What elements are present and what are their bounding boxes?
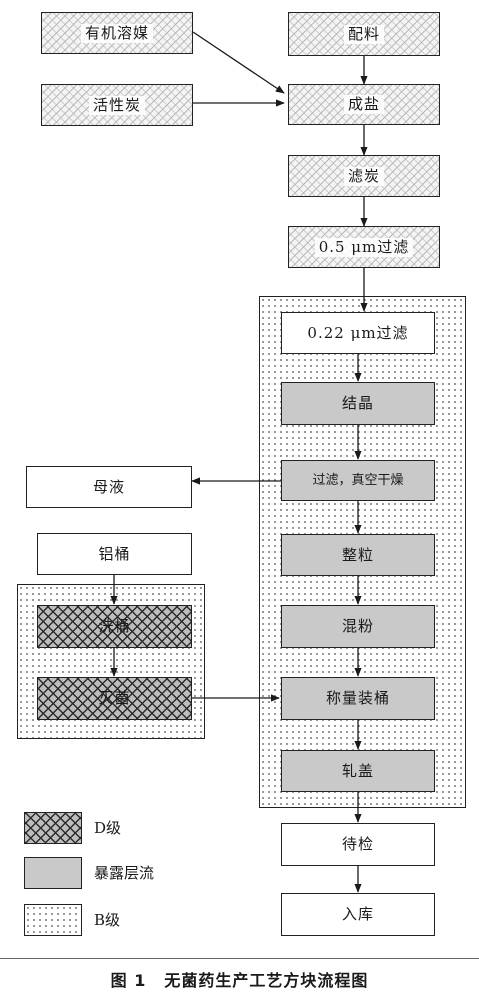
mother-liquor-box: 母液 — [26, 466, 192, 508]
legend-b-grade-label: B级 — [94, 911, 121, 929]
granulation-box: 整粒 — [281, 534, 435, 576]
legend-d-grade-label: D级 — [94, 819, 122, 837]
warehouse-box: 入库 — [281, 893, 435, 936]
sterilization-label: 灭菌 — [98, 689, 131, 707]
weigh-fill-box: 称量装桶 — [281, 677, 435, 720]
crystallization-box: 结晶 — [281, 382, 435, 425]
caption-divider — [0, 958, 479, 959]
mixing-box: 混粉 — [281, 605, 435, 648]
activated-carbon-box: 活性炭 — [41, 84, 193, 126]
warehouse-label: 入库 — [341, 905, 374, 923]
figure-title: 无菌药生产工艺方块流程图 — [164, 971, 369, 990]
filter-vacuum-dry-box: 过滤，真空干燥 — [281, 460, 435, 501]
capping-box: 轧盖 — [281, 750, 435, 792]
crystallization-label: 结晶 — [341, 394, 374, 412]
capping-label: 轧盖 — [341, 761, 374, 780]
legend-b-grade-swatch — [24, 904, 82, 936]
legend-laminar-flow-swatch — [24, 857, 82, 889]
mother-liquor-label: 母液 — [92, 477, 125, 496]
granulation-label: 整粒 — [341, 545, 374, 564]
mixing-label: 混粉 — [341, 617, 374, 635]
quarantine-box: 待检 — [281, 823, 435, 866]
arrow-organic-solvent-to-salt-forming — [192, 31, 285, 94]
filter-05-box: 0.5 μm过滤 — [288, 226, 440, 268]
sterilization-box: 灭菌 — [37, 677, 192, 720]
filter-05-label: 0.5 μm过滤 — [314, 237, 414, 257]
organic-solvent-box: 有机溶媒 — [41, 12, 193, 54]
filter-022-label: 0.22 μm过滤 — [307, 323, 409, 342]
filter-carbon-box: 滤炭 — [288, 155, 440, 197]
figure-number: 图 1 — [110, 971, 147, 990]
salt-forming-box: 成盐 — [288, 84, 440, 125]
organic-solvent-label: 有机溶媒 — [80, 23, 153, 43]
activated-carbon-label: 活性炭 — [88, 95, 145, 115]
aluminum-drum-box: 铝桶 — [37, 533, 192, 575]
weigh-fill-label: 称量装桶 — [325, 689, 390, 707]
batching-label: 配料 — [343, 24, 384, 44]
filter-carbon-label: 滤炭 — [343, 166, 384, 186]
filter-022-box: 0.22 μm过滤 — [281, 312, 435, 354]
filter-vacuum-dry-label: 过滤，真空干燥 — [312, 473, 404, 488]
figure-caption: 图 1 无菌药生产工艺方块流程图 — [0, 967, 479, 991]
quarantine-label: 待检 — [341, 835, 374, 853]
salt-forming-label: 成盐 — [343, 95, 384, 114]
aluminum-drum-label: 铝桶 — [98, 544, 131, 563]
drum-wash-box: 洗桶 — [37, 605, 192, 648]
legend-laminar-flow-label: 暴露层流 — [94, 864, 155, 882]
legend-d-grade-swatch — [24, 812, 82, 844]
drum-wash-label: 洗桶 — [98, 617, 131, 635]
batching-box: 配料 — [288, 12, 440, 56]
